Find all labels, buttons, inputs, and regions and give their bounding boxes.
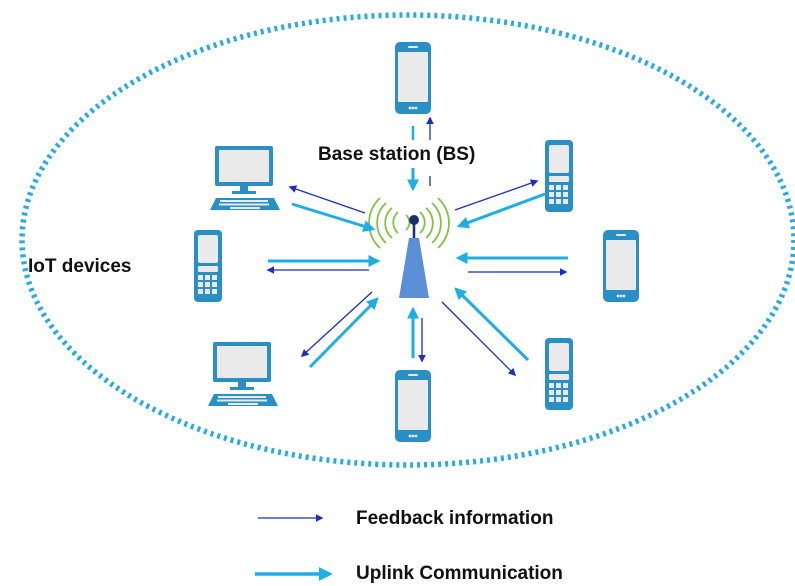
uplink-arrow [454, 287, 530, 362]
feedback-arrow [441, 301, 517, 377]
network-boundary [19, 12, 795, 468]
uplink-arrow [291, 202, 376, 232]
antenna-tower-icon [399, 215, 429, 298]
uplink-arrows [268, 168, 568, 369]
uplink-arrow [456, 192, 546, 229]
legend-uplink-label: Uplink Communication [356, 563, 563, 584]
base-station-label: Base station (BS) [318, 144, 476, 165]
smartphone-icon [603, 230, 639, 302]
legend-feedback-label: Feedback information [356, 508, 554, 529]
feature-phone-icon [545, 140, 573, 212]
signal-waves-icon [368, 197, 450, 249]
feedback-arrow [288, 185, 366, 214]
desktop-computer-icon [208, 342, 278, 406]
feedback-arrow [454, 179, 539, 211]
base-station [368, 197, 450, 298]
feature-phone-icon [194, 230, 222, 302]
feature-phone-icon [545, 338, 573, 410]
smartphone-icon [395, 42, 431, 114]
smartphone-icon [395, 370, 431, 442]
feedback-arrows [266, 116, 568, 377]
desktop-computer-icon [210, 146, 280, 210]
iot-devices-label: IoT devices [28, 256, 132, 277]
uplink-arrow [308, 297, 379, 369]
feedback-arrow [300, 291, 373, 358]
